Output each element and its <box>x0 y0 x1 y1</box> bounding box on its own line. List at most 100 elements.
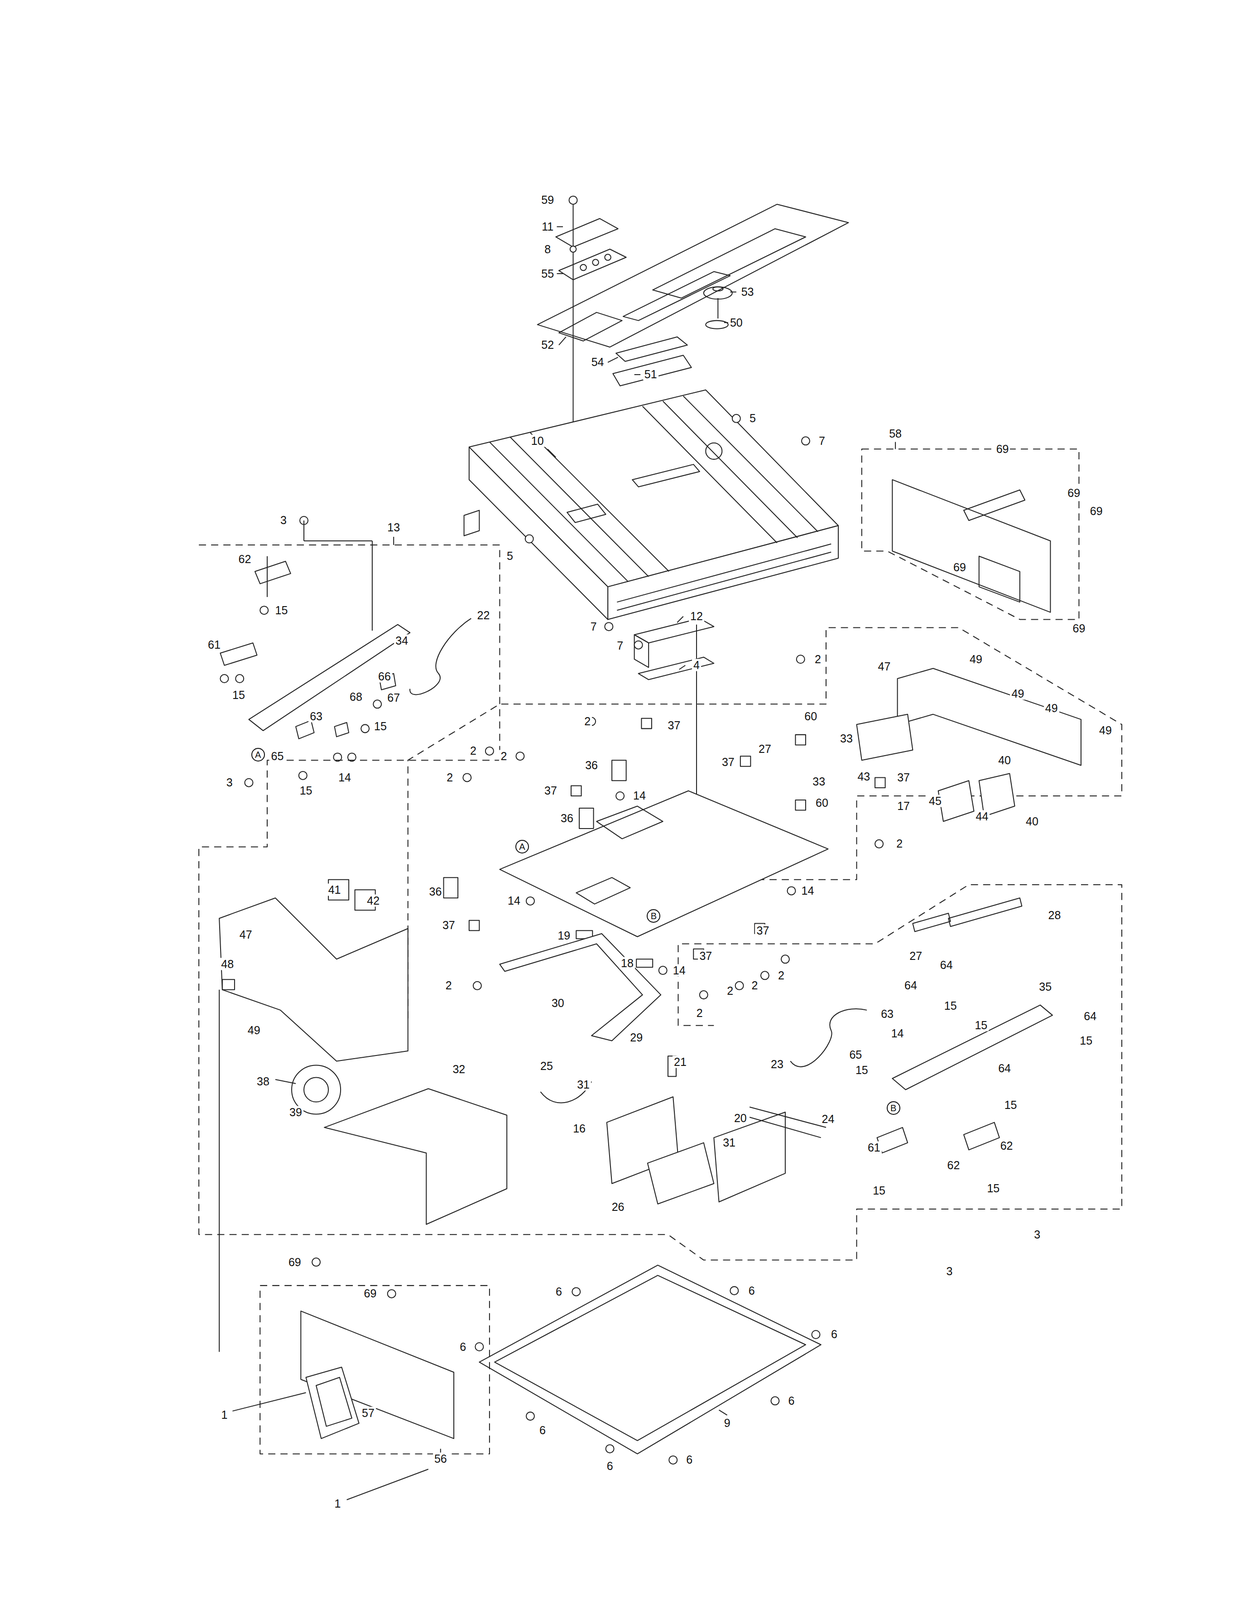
callout-number: 48 <box>219 957 236 971</box>
callout-number: 69 <box>1071 622 1087 635</box>
callout-number: 49 <box>246 1023 262 1037</box>
callout-number: 54 <box>590 355 606 369</box>
callout-number: 2 <box>444 979 454 992</box>
callout-number: 15 <box>871 1183 887 1197</box>
callout-number: 60 <box>814 796 830 809</box>
circled-reference: B <box>646 908 661 923</box>
callout-number: 47 <box>238 927 254 941</box>
callout-number: 14 <box>889 1027 906 1040</box>
callout-number: 2 <box>894 837 904 850</box>
callout-number: 9 <box>722 1416 732 1429</box>
callout-number: 15 <box>985 1182 1001 1195</box>
callout-number: 21 <box>672 1055 688 1068</box>
callout-number: 6 <box>829 1327 839 1341</box>
callout-number: 5 <box>505 549 515 563</box>
callout-number: 3 <box>278 514 289 527</box>
callout-number: 6 <box>786 1393 796 1407</box>
callout-number: 56 <box>432 1452 449 1465</box>
callout-number: 41 <box>326 883 343 896</box>
callout-number: 15 <box>372 720 389 733</box>
callout-number: 69 <box>1088 504 1105 518</box>
callout-number: 61 <box>866 1141 882 1154</box>
callout-number: 69 <box>287 1255 303 1268</box>
callout-number: 44 <box>974 809 990 822</box>
callout-number: 32 <box>451 1062 467 1075</box>
callout-number: 36 <box>427 885 444 898</box>
callout-number: 7 <box>817 434 827 447</box>
callout-number: 57 <box>360 1406 376 1419</box>
callout-number: 27 <box>908 949 924 962</box>
callout-number: 40 <box>996 753 1013 766</box>
callout-number: 23 <box>769 1057 785 1070</box>
callout-number: 62 <box>946 1158 962 1171</box>
callout-number: 15 <box>273 603 290 616</box>
callout-number: 37 <box>543 784 559 797</box>
callout-number: 55 <box>539 267 556 280</box>
callout-number: 6 <box>458 1340 468 1353</box>
callout-number: 18 <box>619 956 635 969</box>
callout-number: 26 <box>610 1200 626 1213</box>
callout-number: 65 <box>269 749 286 762</box>
callout-number: 6 <box>747 1283 757 1297</box>
callout-number: 22 <box>475 608 491 621</box>
callout-number: 69 <box>1066 486 1082 499</box>
callout-number: 66 <box>376 670 393 683</box>
callout-number: 64 <box>938 958 955 971</box>
callout-number: 8 <box>543 242 553 255</box>
callout-number: 15 <box>942 999 959 1012</box>
callout-number: 33 <box>811 774 827 788</box>
callout-number: 2 <box>749 979 760 992</box>
callout-number: 27 <box>757 742 773 755</box>
callout-number: 2 <box>725 984 735 997</box>
circled-reference: A <box>251 747 265 762</box>
callout-number: 14 <box>800 884 816 897</box>
callout-number: 14 <box>631 789 648 802</box>
callout-number: 49 <box>1097 724 1114 737</box>
callout-number: 20 <box>732 1111 749 1125</box>
callout-number: 37 <box>666 719 683 732</box>
callout-number: 36 <box>583 758 600 771</box>
callout-number: 69 <box>994 442 1011 455</box>
callout-number: 19 <box>556 929 572 942</box>
callout-number: 14 <box>506 894 522 907</box>
callout-number: 49 <box>1009 687 1026 700</box>
callout-number: 15 <box>854 1063 870 1077</box>
callout-number: 33 <box>838 732 855 745</box>
callout-number: 47 <box>876 659 892 673</box>
callout-number: 65 <box>847 1048 864 1061</box>
callout-number: 10 <box>529 434 546 447</box>
callout-number: 31 <box>575 1077 592 1091</box>
callout-number: 28 <box>1046 908 1063 921</box>
callout-number: 53 <box>740 285 756 298</box>
callout-number: 2 <box>776 968 786 981</box>
callout-number: 13 <box>385 521 402 534</box>
callout-number: 59 <box>539 193 556 207</box>
callout-number: 15 <box>230 688 247 701</box>
circled-reference: A <box>515 839 529 854</box>
callout-number: 15 <box>1078 1033 1094 1047</box>
callout-number: 6 <box>538 1423 548 1437</box>
callout-number: 37 <box>697 949 714 962</box>
callout-number: 7 <box>615 639 625 652</box>
callout-number: 29 <box>628 1031 644 1044</box>
callout-number: 49 <box>1043 701 1060 714</box>
callout-number: 61 <box>206 638 222 651</box>
callout-number: 40 <box>1024 814 1040 827</box>
callout-number: 5 <box>748 412 758 425</box>
callout-number: 69 <box>951 561 968 574</box>
circled-reference: B <box>886 1100 901 1115</box>
callout-number: 6 <box>605 1459 615 1472</box>
callout-number: 6 <box>684 1453 694 1466</box>
callout-number: 64 <box>996 1061 1013 1074</box>
callout-number: 43 <box>855 769 872 783</box>
callout-number: 36 <box>559 812 575 825</box>
callout-number: 37 <box>754 923 771 937</box>
callout-number: 25 <box>538 1059 555 1072</box>
callout-number: 3 <box>225 776 235 789</box>
callout-number: 1 <box>332 1497 342 1510</box>
callout-number: 24 <box>820 1112 837 1125</box>
callout-number: 67 <box>385 691 402 704</box>
callout-number: 15 <box>298 784 314 797</box>
callout-number: 1 <box>219 1408 229 1421</box>
callout-number: 58 <box>887 427 904 440</box>
